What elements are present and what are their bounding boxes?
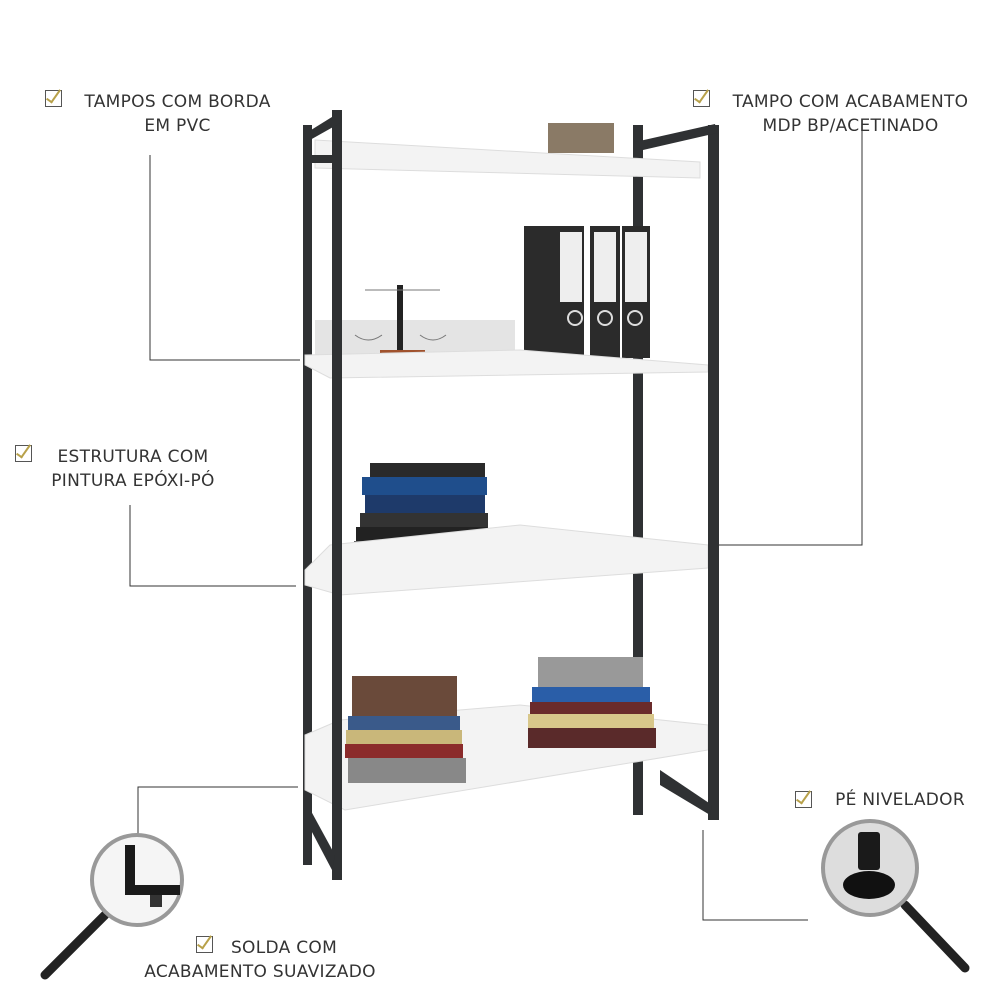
magnifier-solda-icon xyxy=(40,833,184,980)
books-bottom-right xyxy=(528,657,656,748)
checkbox-icon xyxy=(45,90,62,107)
leader-line-tampo xyxy=(655,125,863,546)
magnifier-pe-icon xyxy=(821,819,970,973)
feature-line: ACABAMENTO SUAVIZADO xyxy=(144,962,376,982)
feature-label-borda: TAMPOS COM BORDA EM PVC xyxy=(70,90,285,138)
back-right-post xyxy=(633,125,643,815)
feature-line: PINTURA EPÓXI-PÓ xyxy=(51,471,215,491)
back-panel xyxy=(315,320,515,355)
leader-line-pe xyxy=(702,830,808,921)
front-right-post xyxy=(708,125,719,820)
checkbox-icon xyxy=(196,936,213,953)
checkbox-icon xyxy=(693,90,710,107)
leader-lines xyxy=(129,125,863,921)
frame xyxy=(303,110,719,880)
feature-label-tampo: TAMPO COM ACABAMENTO MDP BP/ACETINADO xyxy=(718,90,983,138)
feature-label-pe: PÉ NIVELADOR xyxy=(820,788,980,812)
leader-line-estrutura xyxy=(129,505,296,587)
feature-line: TAMPOS COM BORDA xyxy=(84,92,271,112)
feature-line: TAMPO COM ACABAMENTO xyxy=(732,92,969,112)
feature-line: SOLDA COM xyxy=(230,938,338,958)
back-left-post xyxy=(303,125,312,865)
checkbox-icon xyxy=(795,791,812,808)
feature-line: EM PVC xyxy=(144,116,211,136)
feature-label-estrutura: ESTRUTURA COM PINTURA EPÓXI-PÓ xyxy=(38,445,228,493)
feature-line: MDP BP/ACETINADO xyxy=(762,116,939,136)
feature-line: PÉ NIVELADOR xyxy=(835,790,965,810)
feature-label-solda: SOLDA COM ACABAMENTO SUAVIZADO xyxy=(130,936,390,984)
books-bottom-left xyxy=(345,676,466,783)
binders xyxy=(524,226,650,358)
checkbox-icon xyxy=(15,445,32,462)
front-left-post xyxy=(332,110,342,880)
box-object xyxy=(548,123,614,153)
leader-line-solda xyxy=(137,786,298,835)
leader-line-borda xyxy=(149,155,300,361)
feature-line: ESTRUTURA COM xyxy=(57,447,209,467)
